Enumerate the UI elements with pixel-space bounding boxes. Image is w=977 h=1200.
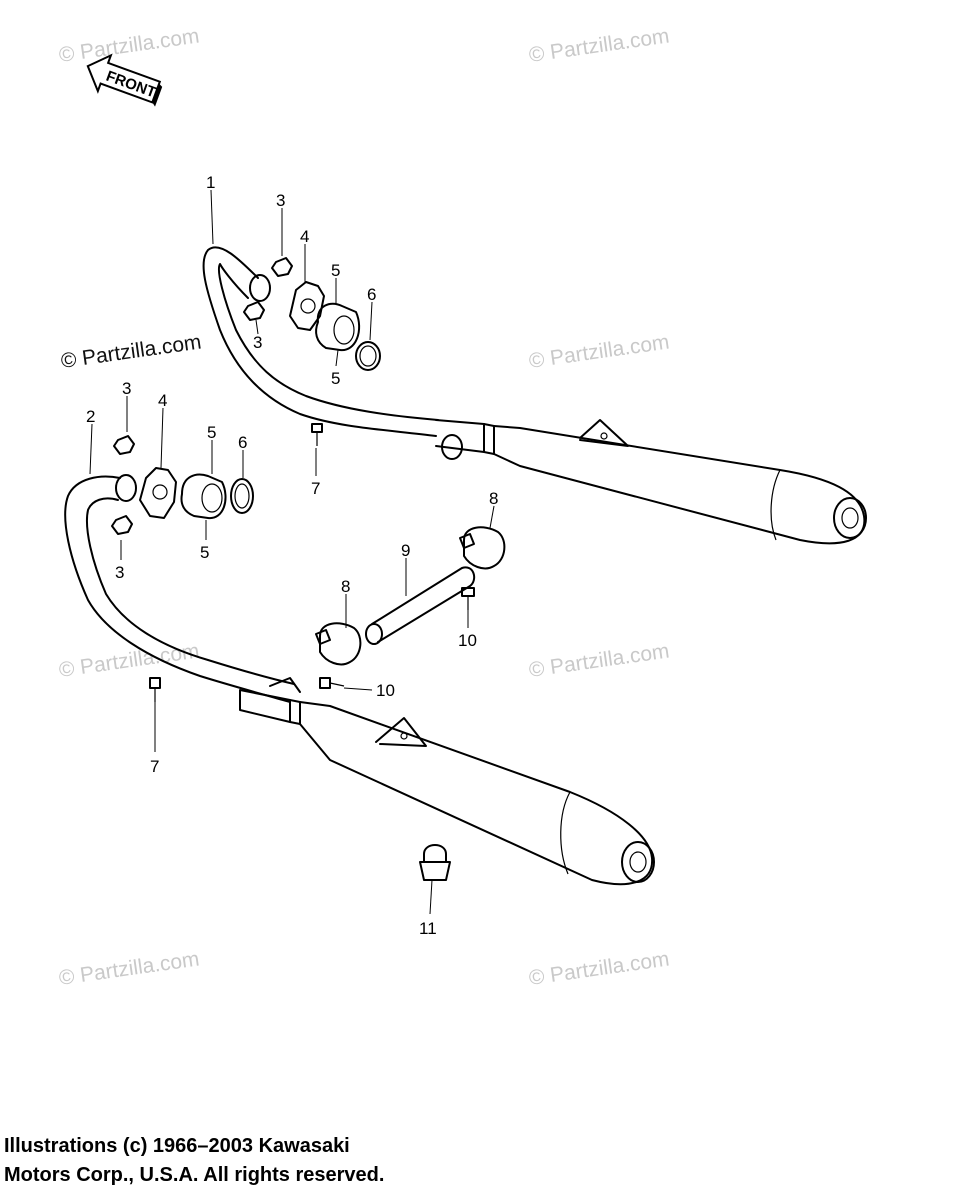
lower-flange-parts xyxy=(111,435,254,535)
nut xyxy=(111,515,133,535)
callout-number: 10 xyxy=(458,631,477,650)
callout-number: 10 xyxy=(376,681,395,700)
watermark-layer: © Partzilla.com © Partzilla.com © Partzi… xyxy=(57,24,670,989)
watermark: © Partzilla.com xyxy=(57,24,200,66)
watermark: © Partzilla.com xyxy=(57,947,200,989)
flange xyxy=(139,467,177,519)
clamp xyxy=(463,526,506,570)
callout-number: 5 xyxy=(200,543,209,562)
callout-number: 1 xyxy=(206,173,215,192)
bolt xyxy=(319,677,331,689)
connector-pipe-parts xyxy=(149,423,506,881)
callout-number: 3 xyxy=(115,563,124,582)
drain-plug xyxy=(423,844,447,863)
bolt xyxy=(311,423,323,433)
collar xyxy=(315,302,361,352)
gasket xyxy=(230,478,254,514)
watermark: © Partzilla.com xyxy=(527,947,670,989)
callout-number: 2 xyxy=(86,407,95,426)
callout-number: 5 xyxy=(331,369,340,388)
callout-number: 8 xyxy=(341,577,350,596)
callout-number: 5 xyxy=(207,423,216,442)
connector-pipe xyxy=(371,566,476,643)
callout-labels: 1 3 4 5 6 3 5 2 3 4 5 6 7 3 5 8 9 8 10 1… xyxy=(86,173,498,938)
callout-number: 7 xyxy=(311,479,320,498)
callout-number: 11 xyxy=(419,919,437,938)
nut xyxy=(113,435,135,455)
callout-number: 5 xyxy=(331,261,340,280)
callout-number: 3 xyxy=(122,379,131,398)
bolt xyxy=(149,677,161,689)
callout-number: 6 xyxy=(367,285,376,304)
callout-number: 7 xyxy=(150,757,159,776)
callout-number: 4 xyxy=(300,227,309,246)
upper-flange-parts xyxy=(243,257,381,371)
copyright-notice: Illustrations (c) 1966–2003 Kawasaki Mot… xyxy=(4,1132,384,1190)
bolt xyxy=(461,587,475,597)
collar xyxy=(180,473,227,520)
watermark: © Partzilla.com xyxy=(57,639,200,681)
upper-exhaust-pipe xyxy=(202,246,867,545)
nut xyxy=(243,301,265,321)
copyright-line-2: Motors Corp., U.S.A. All rights reserved… xyxy=(4,1164,385,1186)
flange xyxy=(289,281,325,331)
callout-number: 6 xyxy=(238,433,247,452)
callout-number: 3 xyxy=(253,333,262,352)
copyright-line-1: Illustrations (c) 1966–2003 Kawasaki xyxy=(4,1135,350,1157)
callout-number: 9 xyxy=(401,541,410,560)
gasket xyxy=(355,341,381,371)
watermark: © Partzilla.com xyxy=(527,330,670,372)
callout-number: 4 xyxy=(158,391,167,410)
watermark: © Partzilla.com xyxy=(527,639,670,681)
callout-number: 3 xyxy=(276,191,285,210)
nut xyxy=(271,257,293,277)
clamp xyxy=(319,622,362,666)
watermark: © Partzilla.com xyxy=(59,330,202,372)
lower-exhaust-pipe xyxy=(64,474,655,886)
leader-lines xyxy=(89,189,495,915)
watermark: © Partzilla.com xyxy=(527,24,670,66)
callout-number: 8 xyxy=(489,489,498,508)
